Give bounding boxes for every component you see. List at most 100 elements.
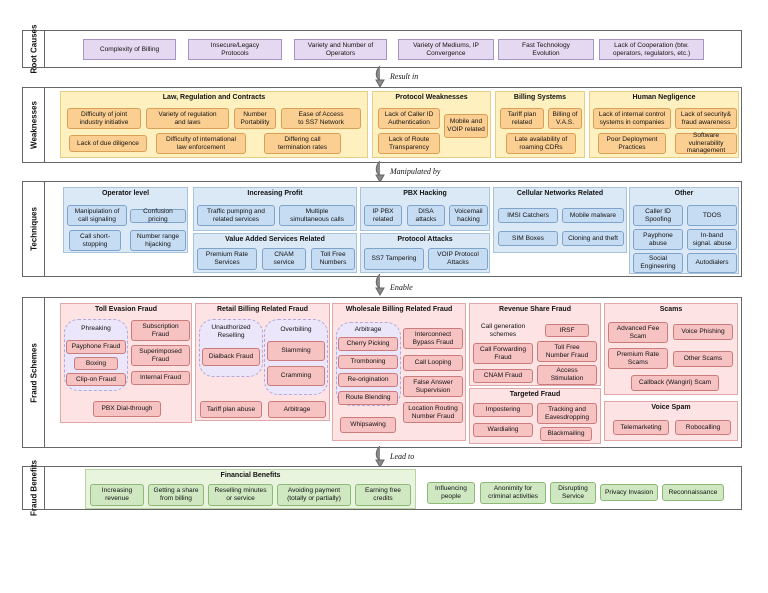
row-label-weaknesses: Weaknesses — [23, 88, 45, 162]
group-voice-spam: Voice Spam Telemarketing Robocalling — [604, 401, 738, 441]
group-other-techniques: Other Caller ID Spoofing TDOS Payphone a… — [629, 187, 739, 274]
fraud-box: Payphone Fraud — [66, 340, 126, 354]
fraud-box: Whipsawing — [340, 417, 396, 433]
fraud-box: Cherry Picking — [338, 337, 398, 351]
technique-box: Toll Free Numbers — [311, 248, 355, 270]
weakness-box: Lack of security& fraud awareness — [675, 108, 737, 129]
arrow-down-icon — [375, 274, 385, 296]
technique-box: IP PBX related — [364, 205, 402, 226]
group-title: PBX Hacking — [403, 190, 447, 197]
technique-box: CNAM service — [262, 248, 306, 270]
fraud-box: CNAM Fraud — [473, 369, 533, 383]
benefit-box: Anonimity for criminal activities — [480, 482, 546, 504]
weakness-box: Differing call termination rates — [264, 133, 341, 154]
technique-box: Traffic pumping and related services — [197, 205, 275, 226]
weakness-box: Ease of Access to SS7 Network — [281, 108, 361, 129]
fraud-benefits-band: Fraud Benefits Financial Benefits Increa… — [22, 460, 742, 516]
fraud-box: Slamming — [267, 341, 325, 361]
weakness-box: Software vulnerability management — [675, 132, 737, 154]
group-pbx-hacking: PBX Hacking IP PBX related DISA attacks … — [360, 187, 490, 231]
row-label-techniques: Techniques — [23, 182, 45, 276]
weakness-box: Poor Deployment Practices — [598, 133, 666, 154]
row-label-fraud-schemes: Fraud Schemes — [23, 298, 45, 447]
group-law-regulation: Law, Regulation and Contracts Difficulty… — [60, 91, 368, 158]
arrow-down-icon — [375, 161, 385, 183]
fraud-box: Route Blending — [338, 391, 398, 405]
group-billing-systems: Billing Systems Tariff plan related Bill… — [495, 91, 585, 158]
fraud-box: Dialback Fraud — [202, 348, 260, 366]
weakness-box: Lack of Route Transparency — [378, 133, 440, 154]
technique-box: SIM Boxes — [498, 231, 558, 246]
fraud-box: Re-origination — [338, 373, 398, 387]
weakness-box: Lack of Caller ID Authentication — [378, 108, 440, 129]
root-cause-box: Lack of Cooperation (btw. operators, reg… — [599, 39, 704, 60]
root-cause-box: Complexity of Billing — [83, 39, 176, 60]
technique-box: Multiple simultaneous calls — [279, 205, 355, 226]
technique-box: Voicemail hacking — [449, 205, 488, 226]
weakness-box: Tariff plan related — [500, 108, 544, 129]
benefit-box: Increasing revenue — [90, 484, 144, 506]
weakness-box: Billing of V.A.S. — [548, 108, 582, 129]
weakness-box: Mobile and VOIP related — [444, 114, 488, 138]
fraud-box: Callback (Wangiri) Scam — [631, 375, 719, 391]
fraud-box: Superimposed Fraud — [131, 345, 190, 366]
weakness-box: Variety of regulation and laws — [146, 108, 229, 129]
group-human-negligence: Human Negligence Lack of internal contro… — [589, 91, 739, 158]
fraud-box: Premium Rate Scams — [608, 348, 668, 369]
fraud-box: Arbitrage — [268, 401, 326, 418]
row-label-root-causes: Root Causes — [23, 25, 45, 73]
benefit-box: Reconnaissance — [662, 484, 724, 501]
group-retail-billing-fraud: Retail Billing Related Fraud Unauthorize… — [195, 303, 330, 421]
arrow-down-icon — [375, 66, 385, 88]
technique-box: SS7 Tampering — [364, 248, 424, 270]
fraud-box: Call Forwarding Fraud — [473, 343, 533, 364]
row-label-fraud-benefits: Fraud Benefits — [23, 460, 45, 516]
weakness-box: Difficulty of international law enforcem… — [156, 133, 246, 154]
fraud-label: Arbitrage — [354, 326, 382, 333]
technique-box: Call short- stopping — [69, 230, 121, 251]
technique-box: Manipulation of call signaling — [67, 205, 127, 226]
arrow-label: Lead to — [390, 452, 415, 461]
group-title: Increasing Profit — [247, 190, 303, 197]
fraud-schemes-band: Fraud Schemes Toll Evasion Fraud Phreaki… — [22, 297, 742, 448]
group-toll-evasion-fraud: Toll Evasion Fraud Phreaking Payphone Fr… — [60, 303, 192, 423]
fraud-box: Access Stimulation — [537, 365, 597, 385]
weakness-box: Number Portability — [234, 108, 276, 129]
fraud-label: Phreaking — [81, 325, 111, 332]
technique-box: TDOS — [687, 205, 737, 226]
fraud-box: Toll Free Number Fraud — [537, 341, 597, 362]
fraud-box: Clip-on Fraud — [66, 373, 126, 386]
group-scams: Scams Advanced Fee Scam Voice Phishing P… — [604, 303, 738, 395]
group-title: Human Negligence — [632, 94, 696, 101]
group-title: Cellular Networks Related — [516, 190, 604, 197]
root-cause-box: Variety of Mediums, IP Convergence — [398, 39, 494, 60]
fraud-box: Tracking and Eavesdropping — [537, 403, 597, 424]
benefit-box: Getting a share from billing — [148, 484, 204, 506]
technique-box: Premium Rate Services — [197, 248, 257, 270]
technique-box: IMSI Catchers — [498, 208, 558, 223]
group-title: Billing Systems — [513, 94, 567, 101]
group-title: Targeted Fraud — [509, 391, 561, 398]
fraud-box: Voice Phishing — [673, 324, 733, 340]
benefit-box: Influencing people — [427, 482, 475, 504]
arrow-label: Manipulated by — [390, 167, 441, 176]
fraud-box: Robocalling — [675, 420, 731, 435]
group-cellular-networks: Cellular Networks Related IMSI Catchers … — [493, 187, 627, 253]
fraud-label: Unauthorized Reselling — [211, 324, 251, 339]
weakness-box: Lack of due diligence — [69, 135, 147, 152]
technique-box: In-band signal. abuse — [687, 229, 737, 250]
benefit-box: Disrupting Service — [550, 482, 596, 504]
fraud-box: Location Routing Number Fraud — [403, 402, 463, 423]
group-title: Law, Regulation and Contracts — [162, 94, 266, 101]
group-title: Value Added Services Related — [225, 236, 325, 243]
group-title: Retail Billing Related Fraud — [216, 306, 308, 313]
weaknesses-band: Weaknesses Law, Regulation and Contracts… — [22, 87, 742, 163]
fraud-box: Internal Fraud — [131, 371, 190, 385]
weakness-box: Late availability of roaming CDRs — [506, 133, 576, 154]
fraud-box: Subscription Fraud — [131, 320, 190, 341]
weakness-box: Difficulty of joint industry initiative — [67, 108, 141, 129]
fraud-box: Telemarketing — [613, 420, 669, 435]
root-cause-box: Variety and Number of Operators — [294, 39, 387, 60]
group-protocol-attacks: Protocol Attacks SS7 Tampering VOIP Prot… — [360, 233, 490, 273]
arrow-down-icon — [375, 446, 385, 468]
